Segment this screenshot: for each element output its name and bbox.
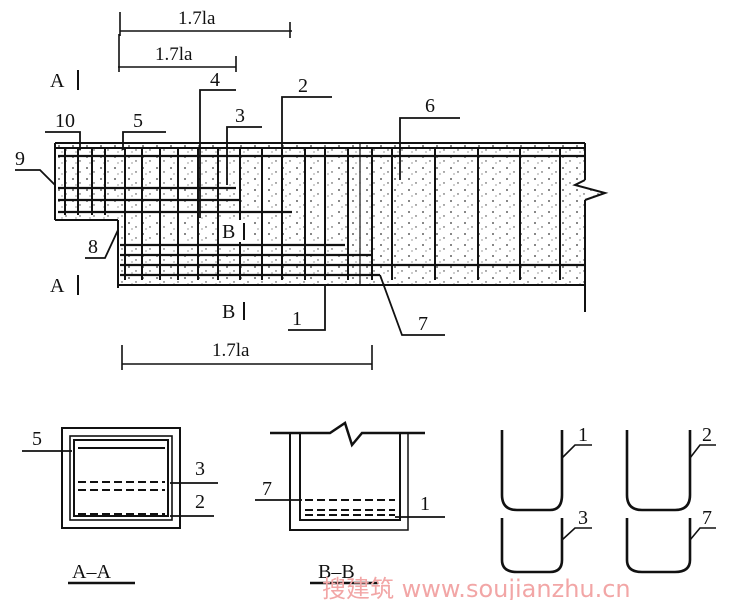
section-a-a-title: A–A [72, 561, 111, 583]
aa-label-5: 5 [32, 428, 42, 450]
section-mark-b-top: B [222, 221, 235, 243]
watermark: 搜建筑 www.soujianzhu.cn [322, 575, 631, 600]
bb-label-1: 1 [420, 493, 430, 515]
callout-9: 9 [15, 148, 25, 170]
bar-shape-7-label: 7 [702, 507, 712, 529]
bar-shape-1-label: 1 [578, 424, 588, 446]
dimension-middle-label: 1.7la [155, 44, 193, 65]
section-mark-a-bottom: A [50, 275, 65, 297]
callout-1: 1 [292, 308, 302, 330]
callout-6: 6 [425, 95, 435, 117]
bar-shape-3-label: 3 [578, 507, 588, 529]
callout-leaders [15, 89, 460, 336]
dimension-bottom-label: 1.7la [212, 340, 250, 361]
beam-elevation [54, 142, 609, 312]
callout-7: 7 [418, 313, 428, 335]
dimension-top [119, 12, 292, 38]
dimension-top-label: 1.7la [178, 8, 216, 29]
bar-shape-2-label: 2 [702, 424, 712, 446]
callout-2: 2 [298, 75, 308, 97]
callout-4: 4 [210, 69, 220, 91]
section-b-b-title: B–B [318, 561, 355, 583]
dimension-bottom [121, 345, 373, 370]
dimension-middle [118, 34, 237, 72]
section-mark-a-top: A [50, 70, 65, 92]
aa-label-3: 3 [195, 458, 205, 480]
section-b-b [255, 421, 445, 585]
callout-5: 5 [133, 110, 143, 132]
callout-3: 3 [235, 105, 245, 127]
aa-label-2: 2 [195, 491, 205, 513]
callout-8: 8 [88, 236, 98, 258]
callout-10: 10 [55, 110, 75, 132]
section-mark-b-bottom: B [222, 301, 235, 323]
section-mark-b-top-backing [219, 220, 249, 242]
bb-label-7: 7 [262, 478, 272, 500]
section-a-a [22, 427, 218, 585]
bar-shapes [500, 430, 692, 574]
